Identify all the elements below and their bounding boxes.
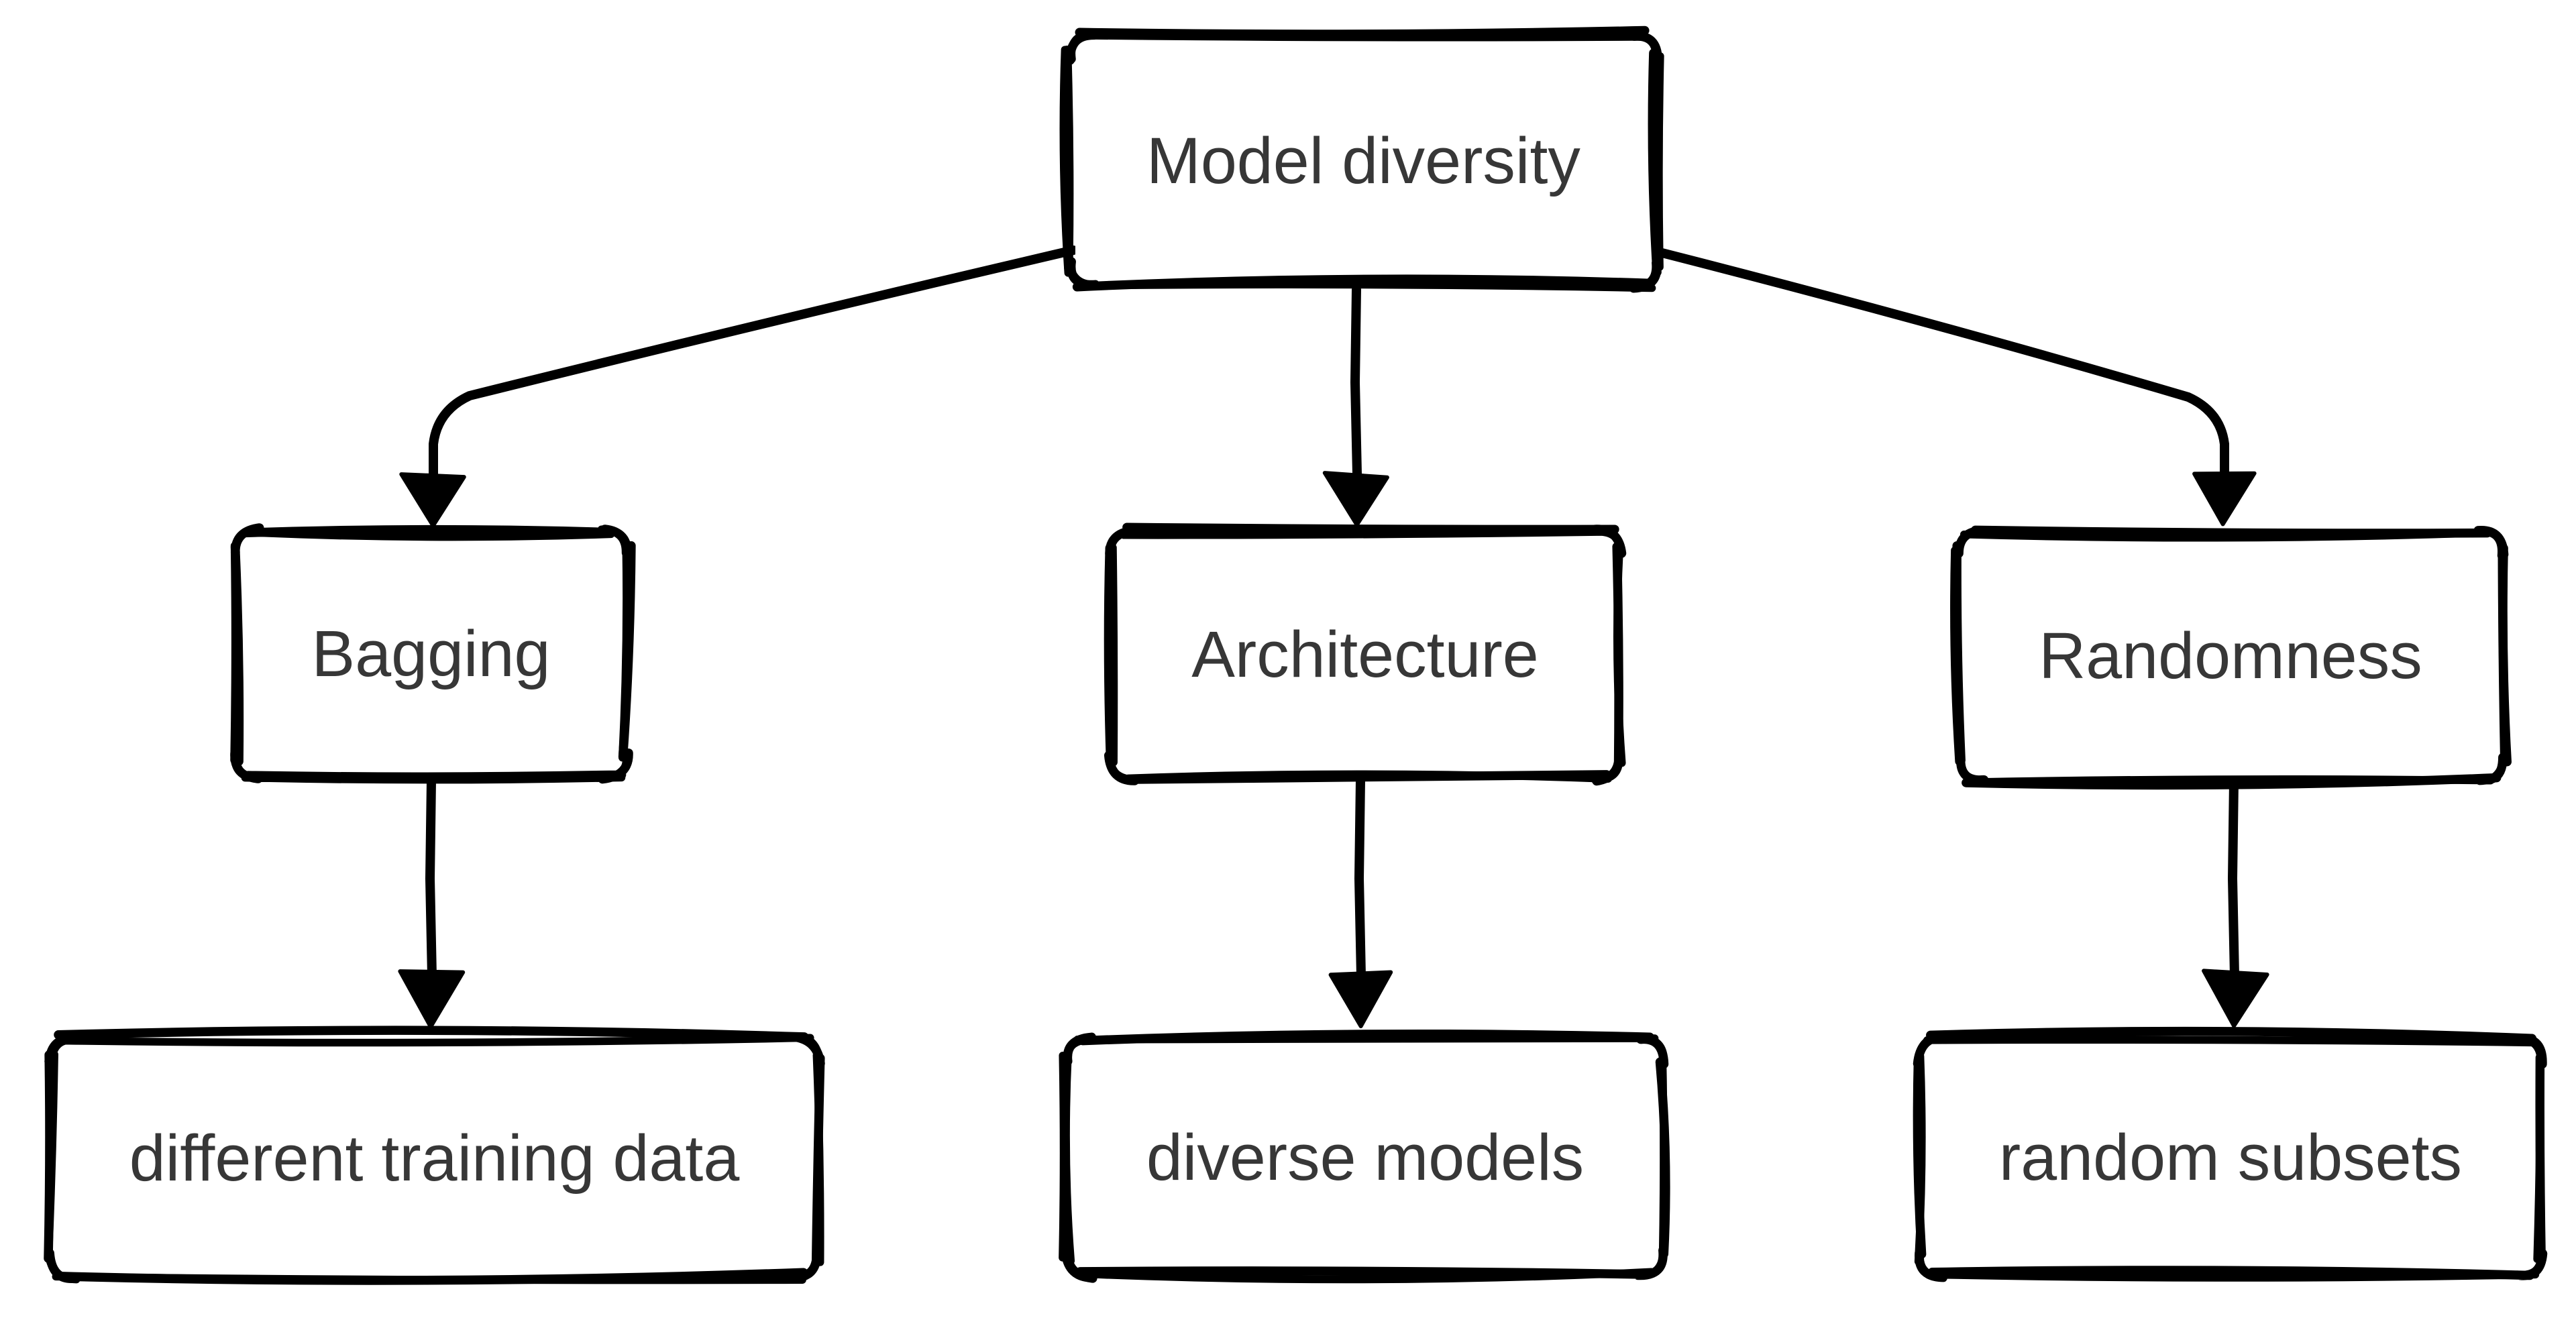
node-box-model-diversity bbox=[1059, 25, 1664, 293]
node-box-diverse-models bbox=[1059, 1029, 1670, 1284]
edge-bagging-to-different-training-data bbox=[398, 776, 466, 1029]
edge-architecture-to-diverse-models bbox=[1328, 776, 1393, 1028]
node-box-architecture bbox=[1104, 522, 1627, 786]
node-box-different-training-data bbox=[44, 1026, 825, 1285]
edge-model-diversity-to-architecture bbox=[1322, 285, 1389, 527]
edge-model-diversity-to-bagging bbox=[399, 245, 1078, 528]
edge-randomness-to-random-subsets bbox=[2202, 776, 2269, 1028]
edge-model-diversity-to-randomness bbox=[1647, 245, 2257, 527]
node-box-bagging bbox=[230, 523, 636, 784]
node-box-random-subsets bbox=[1913, 1026, 2548, 1282]
node-box-randomness bbox=[1950, 525, 2512, 790]
